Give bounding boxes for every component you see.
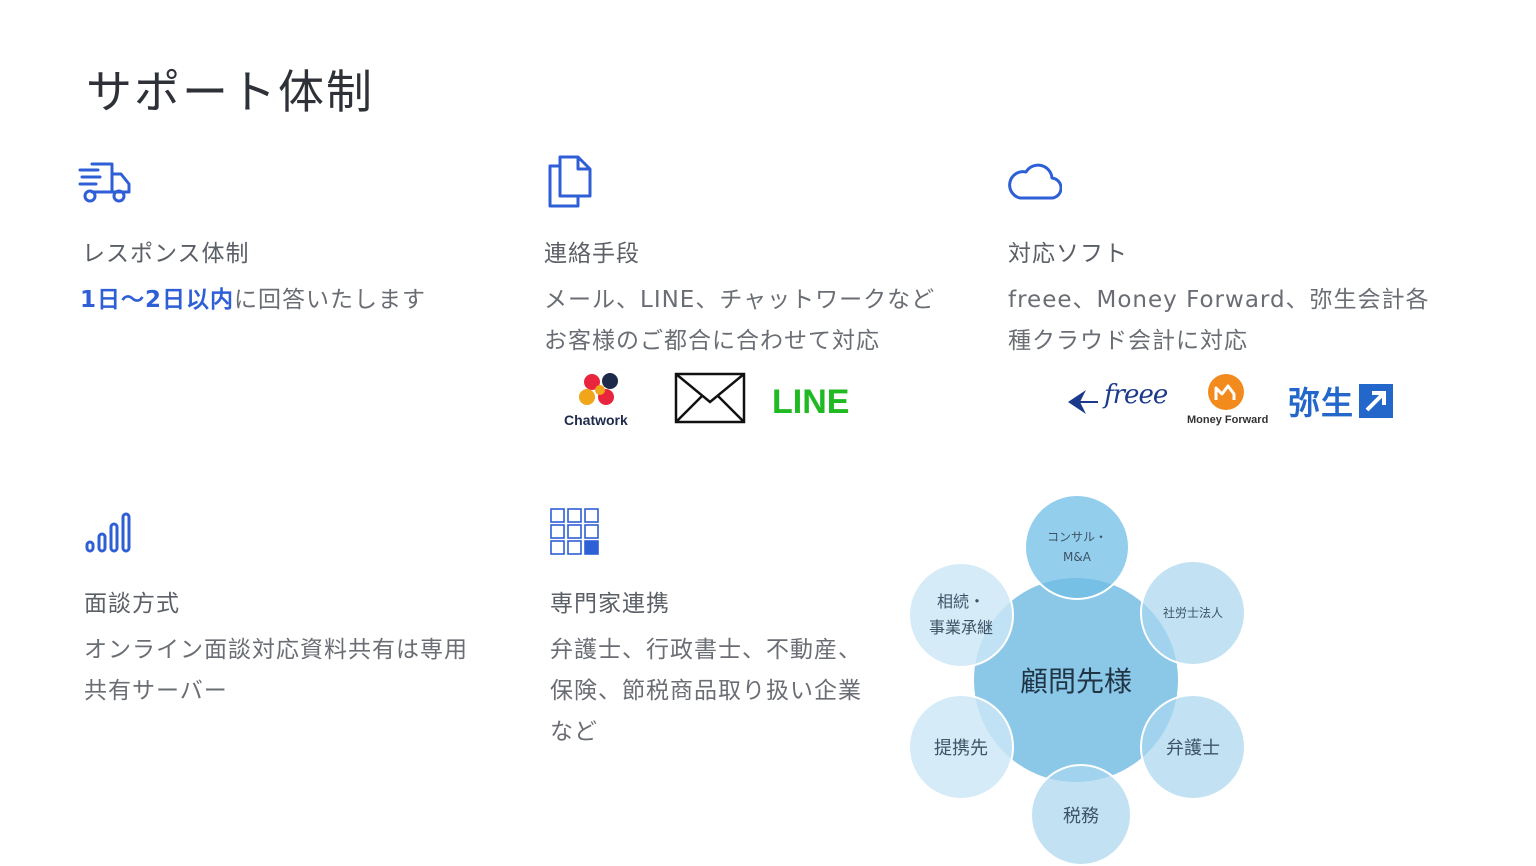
- software-line-2: 種クラウド会計に対応: [1008, 328, 1248, 354]
- meeting-description: オンライン面談対応資料共有は専用 共有サーバー: [84, 630, 468, 712]
- response-text: に回答いたします: [234, 287, 427, 313]
- page-title: サポート体制: [86, 65, 374, 119]
- experts-line-3: など: [550, 719, 598, 745]
- yayoi-logo: 弥生: [1288, 378, 1394, 422]
- network-succession-line-1: 相続・: [936, 592, 985, 611]
- network-partner: 提携先: [908, 694, 1014, 800]
- software-description: freee、Money Forward、弥生会計各 種クラウド会計に対応: [1008, 280, 1430, 362]
- grid-icon: [550, 508, 600, 556]
- response-heading: レスポンス体制: [82, 241, 250, 267]
- response-description: 1日〜2日以内に回答いたします: [80, 280, 426, 321]
- network-consulting-line-1: コンサル・: [1046, 530, 1107, 544]
- documents-icon: [544, 154, 594, 210]
- experts-line-2: 保険、節税商品取り扱い企業: [550, 678, 862, 704]
- network-lawyer: 弁護士: [1140, 694, 1246, 800]
- network-partner-label: 提携先: [934, 738, 988, 759]
- contact-line-2: お客様のご都合に合わせて対応: [544, 328, 880, 354]
- meeting-heading: 面談方式: [84, 591, 180, 617]
- moneyforward-label: Money Forward: [1187, 414, 1269, 426]
- network-center-label: 顧問先様: [1019, 665, 1132, 698]
- network-tax-label: 税務: [1063, 806, 1099, 827]
- network-labor-label: 社労士法人: [1162, 606, 1223, 620]
- mail-envelope-icon: [674, 372, 746, 428]
- experts-line-1: 弁護士、行政書士、不動産、: [550, 637, 862, 663]
- network-succession-line-2: 事業承継: [928, 618, 993, 637]
- freee-bird-icon: [1068, 390, 1098, 414]
- cloud-icon: [1006, 160, 1062, 202]
- network-lawyer-label: 弁護士: [1166, 738, 1220, 759]
- network-labor: 社労士法人: [1140, 560, 1246, 666]
- freee-label: freee: [1104, 380, 1168, 410]
- network-consulting-line-2: M&A: [1063, 550, 1091, 564]
- chatwork-label: Chatwork: [564, 412, 628, 428]
- meeting-line-2: 共有サーバー: [84, 678, 228, 704]
- software-line-1: freee、Money Forward、弥生会計各: [1008, 287, 1430, 313]
- yayoi-label: 弥生: [1288, 384, 1355, 422]
- moneyforward-logo: Money Forward: [1186, 372, 1270, 430]
- freee-logo: freee: [1064, 378, 1180, 422]
- response-highlight: 1日〜2日以内: [80, 287, 235, 313]
- yayoi-arrow-icon: [1359, 384, 1394, 418]
- experts-description: 弁護士、行政書士、不動産、 保険、節税商品取り扱い企業 など: [550, 630, 862, 753]
- chatwork-flower-icon: [579, 373, 618, 405]
- meeting-line-1: オンライン面談対応資料共有は専用: [84, 637, 468, 663]
- contact-description: メール、LINE、チャットワークなど お客様のご都合に合わせて対応: [544, 280, 935, 362]
- software-heading: 対応ソフト: [1008, 241, 1128, 267]
- network-tax: 税務: [1030, 764, 1132, 866]
- chatwork-logo: Chatwork: [562, 370, 642, 432]
- contact-heading: 連絡手段: [544, 241, 640, 267]
- delivery-truck-icon: [78, 160, 132, 204]
- network-succession: 相続・ 事業承継: [908, 562, 1014, 668]
- signal-bars-icon: [84, 510, 134, 554]
- moneyforward-mark-icon: [1208, 374, 1244, 410]
- network-consulting: コンサル・ M&A: [1024, 494, 1130, 600]
- contact-line-1: メール、LINE、チャットワークなど: [544, 287, 936, 313]
- line-logo: LINE: [772, 383, 850, 421]
- experts-heading: 専門家連携: [550, 591, 670, 617]
